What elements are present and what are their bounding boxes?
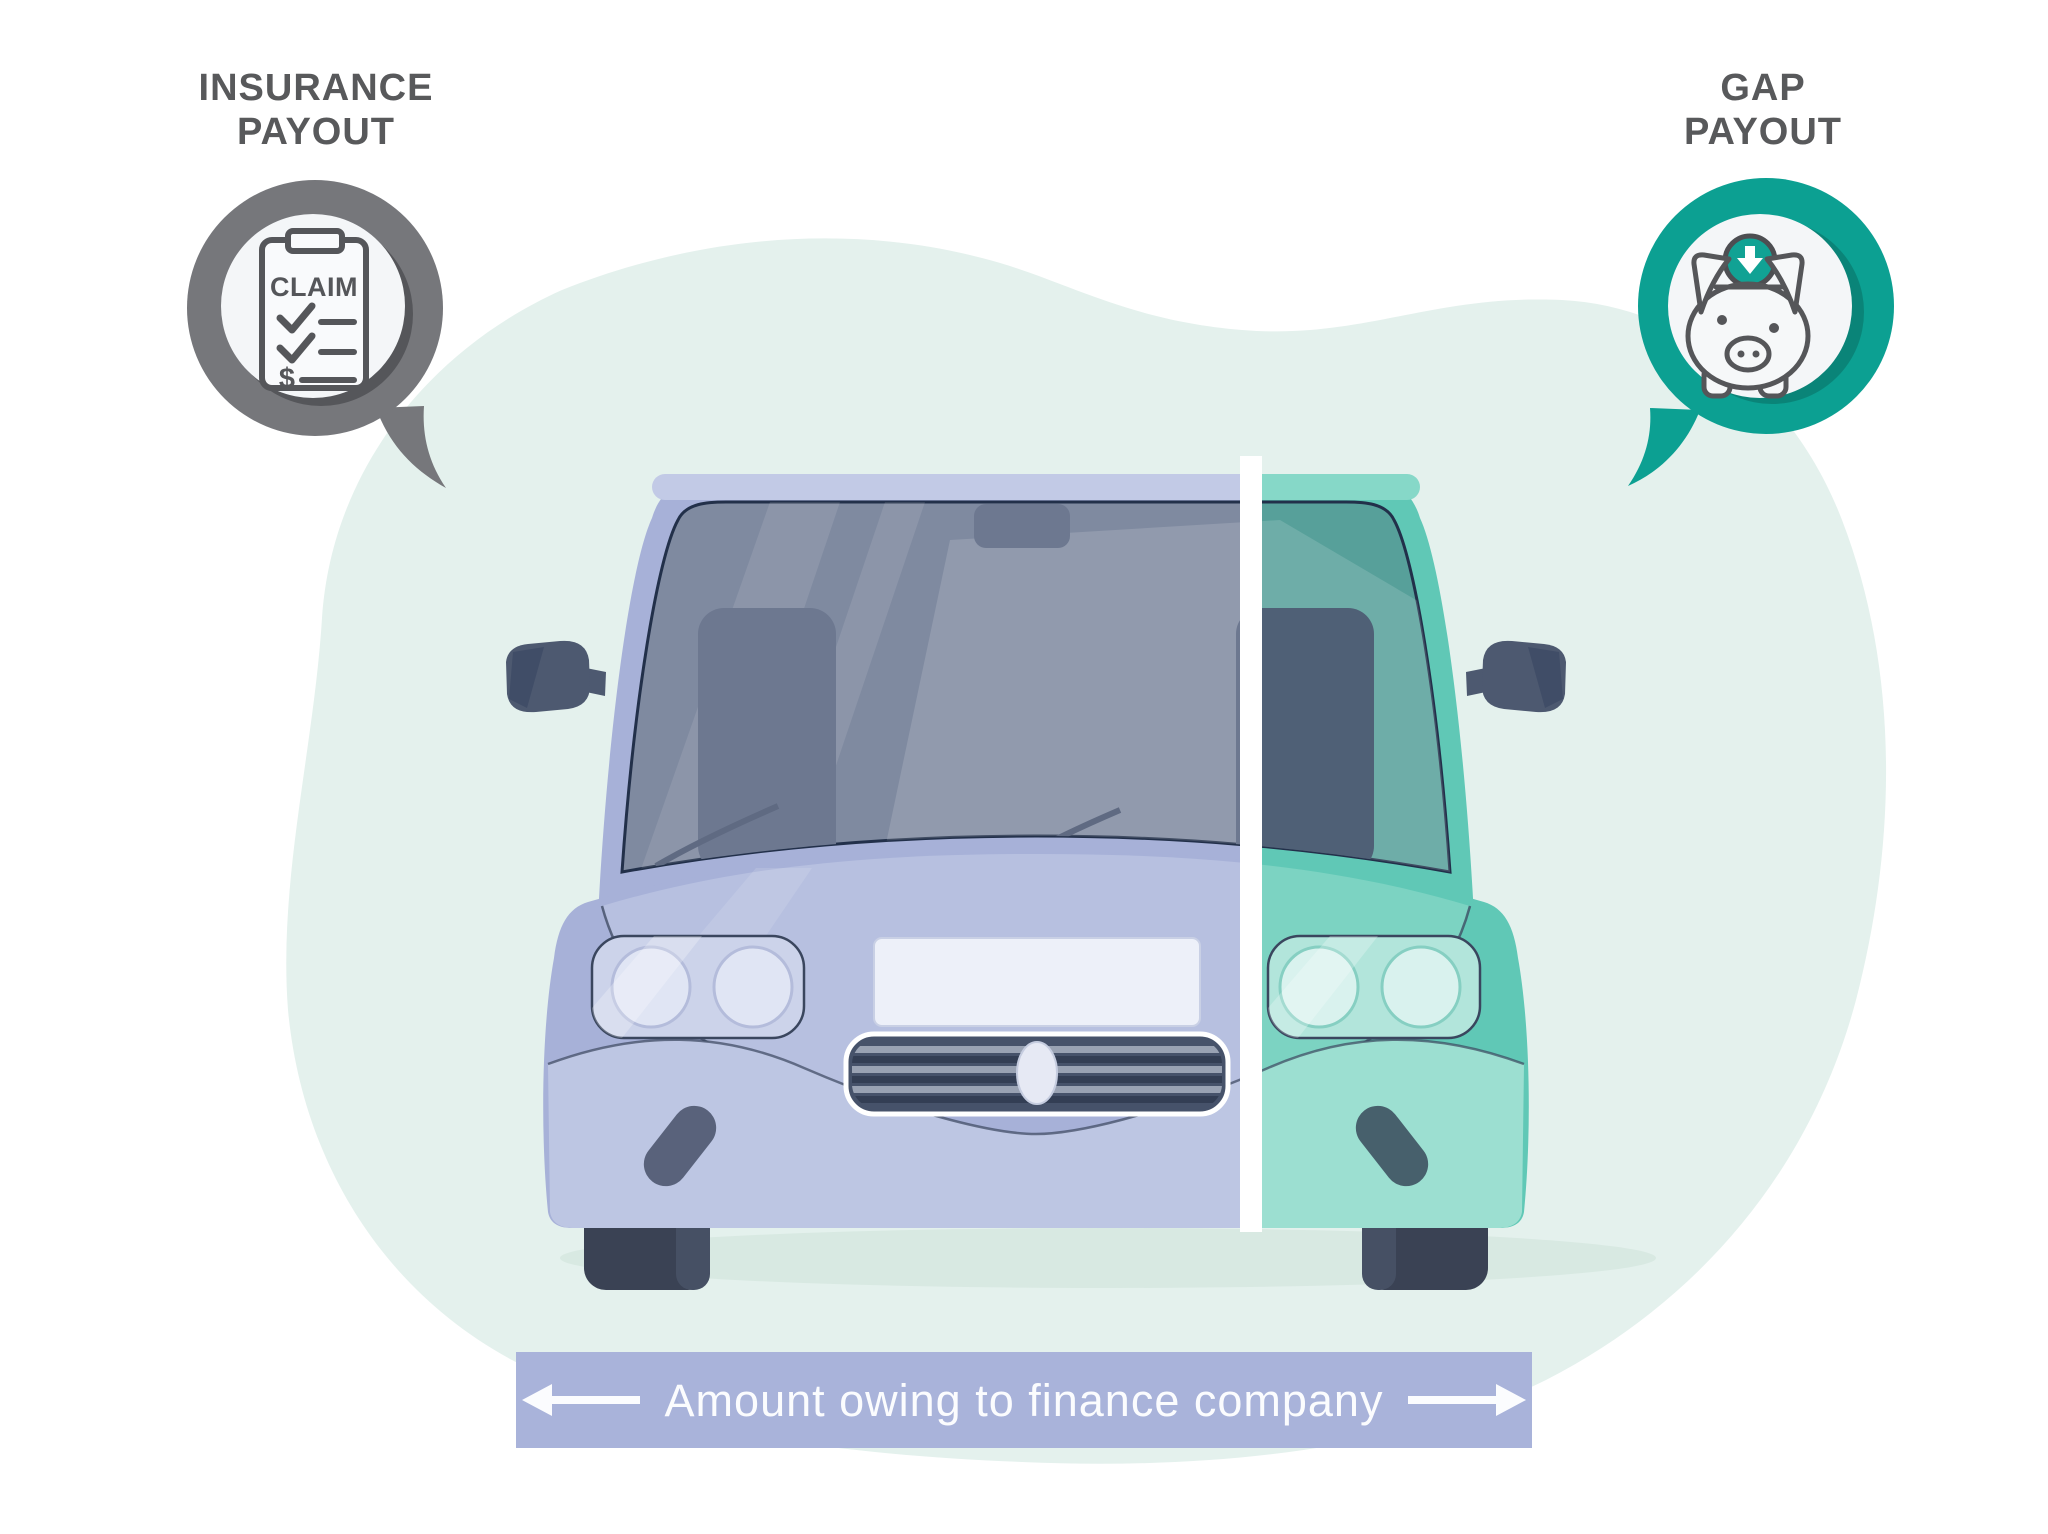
car-shadow [560,1228,1656,1288]
speech-bubble-tail [1628,408,1700,486]
claim-label: CLAIM [270,272,358,302]
amount-owing-label: Amount owing to finance company [665,1375,1384,1426]
insurance-payout-title-line1: INSURANCE [199,67,434,109]
insurance-payout-badge: $ CLAIM [187,180,446,488]
gap-payout-title-line2: PAYOUT [1684,111,1842,153]
gap-payout-title-line1: GAP [1720,67,1805,109]
claim-document-icon [259,228,369,391]
amount-owing-bar: Amount owing to finance company [516,1352,1532,1448]
split-divider [1240,456,1262,1232]
badge-titles: INSURANCE PAYOUT GAP PAYOUT [199,67,1842,153]
dollar-sign: $ [279,363,295,395]
car-illustration [506,456,1566,1290]
piggy-bank-coin-icon [1685,233,1811,399]
gap-payout-badge [1628,178,1894,486]
insurance-payout-title-line2: PAYOUT [237,111,395,153]
right-arrow-icon [1408,1384,1526,1416]
bar-background [516,1352,1532,1448]
speech-bubble-tail [376,406,446,488]
left-arrow-icon [522,1384,640,1416]
